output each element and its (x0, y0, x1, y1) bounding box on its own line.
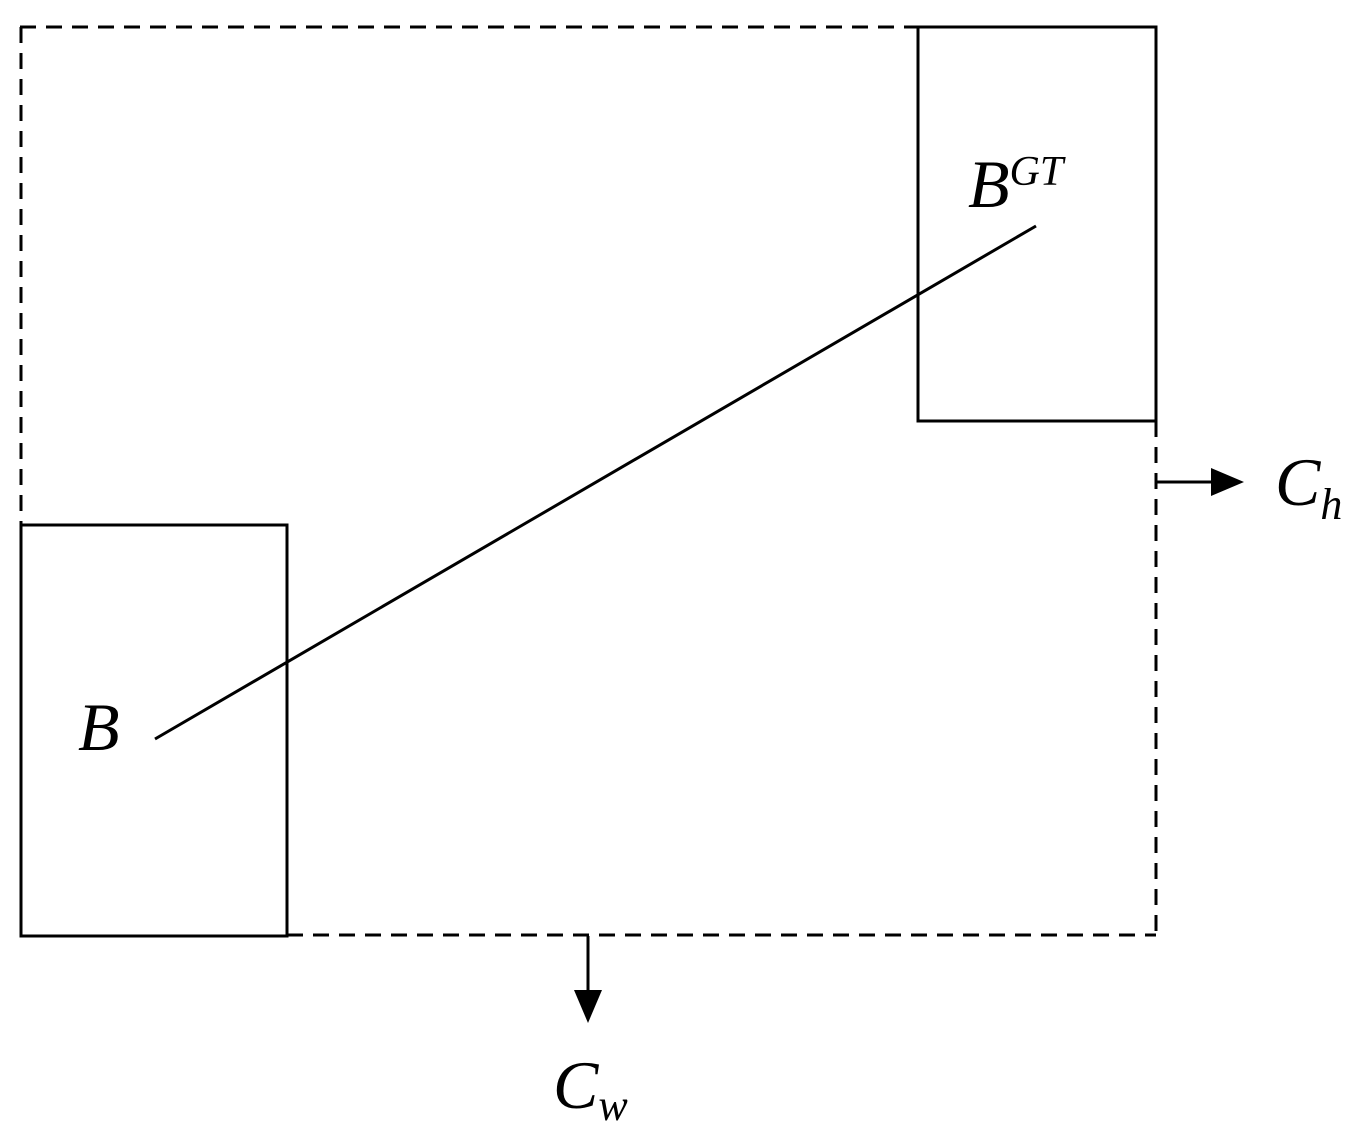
enclosing-box (19, 25, 1158, 937)
ground-truth-box (916, 25, 1158, 423)
width-label-sub: w (598, 1081, 628, 1130)
height-label-sub: h (1320, 480, 1342, 529)
height-arrow (1156, 468, 1244, 496)
width-arrow (574, 936, 602, 1023)
ground-truth-label: BGT (968, 146, 1066, 222)
height-label: Ch (1275, 444, 1342, 529)
predicted-box-label: B (78, 689, 120, 765)
width-label: Cw (553, 1047, 628, 1130)
center-distance-line (154, 224, 1037, 741)
predicted-box (19, 523, 289, 938)
ground-truth-label-sup: GT (1010, 149, 1066, 195)
width-label-base: C (553, 1047, 599, 1123)
height-label-base: C (1275, 444, 1321, 520)
width-arrow-head (574, 990, 602, 1023)
height-arrow-head (1211, 468, 1244, 496)
ground-truth-label-base: B (968, 146, 1010, 222)
